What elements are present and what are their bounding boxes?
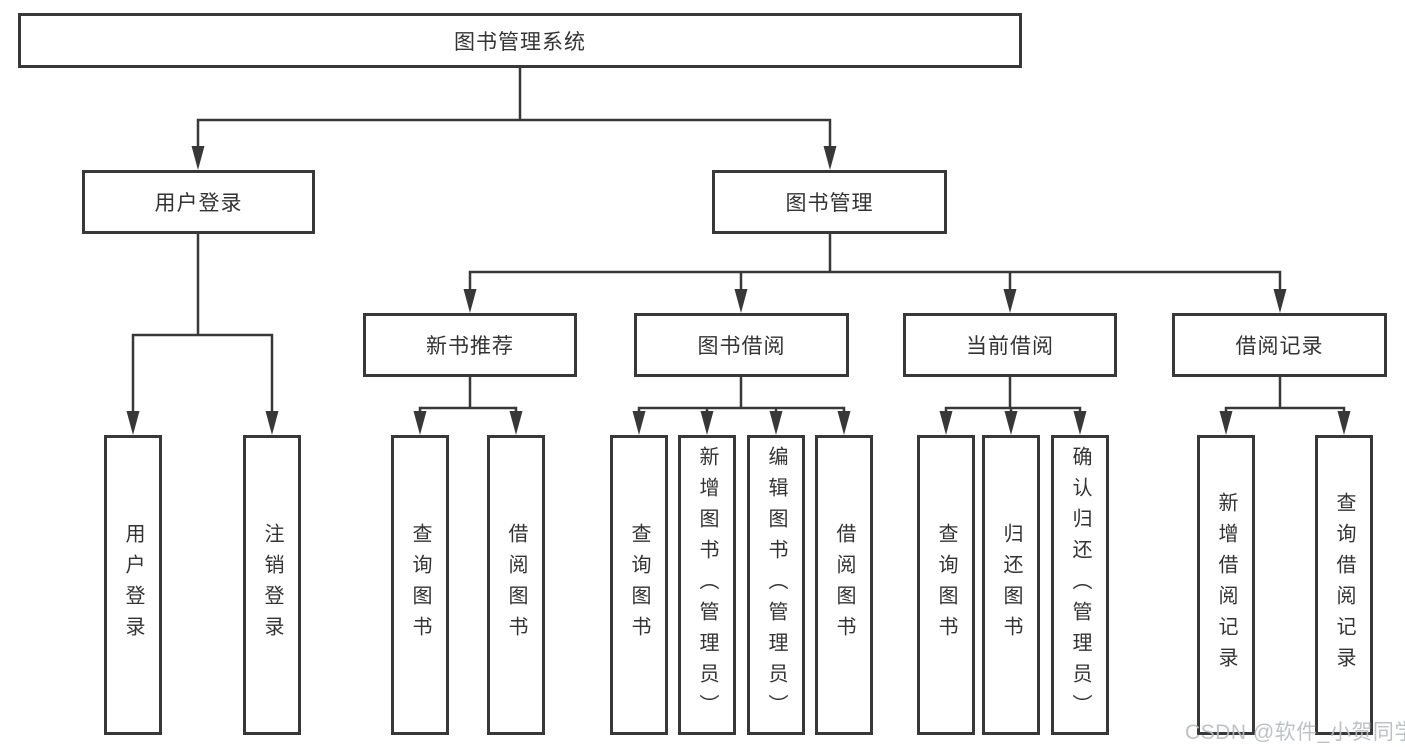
leaf-bb-edit-books-admin: 编辑图书（管理员）: [747, 435, 805, 735]
csdn-watermark: CSDN @软件_小贺同学: [1185, 721, 1405, 744]
leaf-cb-return-books: 归还图书: [982, 435, 1040, 735]
node-current-borrowing: 当前借阅: [903, 313, 1117, 377]
leaf-bb-add-books-admin-label: 新增图书（管理员）: [696, 445, 718, 725]
leaf-cb-query-books-label: 查询图书: [935, 523, 957, 647]
leaf-bb-edit-books-admin-label: 编辑图书（管理员）: [765, 445, 787, 725]
node-root-label: 图书管理系统: [454, 30, 586, 54]
leaf-nbr-borrow-books: 借阅图书: [487, 435, 545, 735]
node-user-login-group: 用户登录: [82, 170, 315, 234]
leaf-logout-label: 注销登录: [261, 523, 283, 647]
leaf-bb-query-books-label: 查询图书: [628, 523, 650, 647]
leaf-bb-borrow-books-label: 借阅图书: [833, 523, 855, 647]
leaf-nbr-query-books-label: 查询图书: [409, 523, 431, 647]
leaf-user-login: 用户登录: [104, 435, 162, 735]
leaf-cb-query-books: 查询图书: [917, 435, 975, 735]
node-root-system: 图书管理系统: [18, 13, 1022, 68]
leaf-bb-borrow-books: 借阅图书: [815, 435, 873, 735]
leaf-user-login-label: 用户登录: [122, 523, 144, 647]
node-new-book-recommend-label: 新书推荐: [426, 335, 514, 358]
leaf-cb-confirm-return-admin-label: 确认归还（管理员）: [1069, 445, 1091, 725]
leaf-bb-add-books-admin: 新增图书（管理员）: [678, 435, 736, 735]
leaf-br-add-record: 新增借阅记录: [1197, 435, 1255, 735]
leaf-nbr-query-books: 查询图书: [391, 435, 449, 735]
leaf-logout: 注销登录: [243, 435, 301, 735]
node-user-login-group-label: 用户登录: [154, 192, 243, 215]
node-borrowing-records: 借阅记录: [1172, 313, 1387, 377]
leaf-nbr-borrow-books-label: 借阅图书: [505, 523, 527, 647]
leaf-br-query-record: 查询借阅记录: [1315, 435, 1373, 735]
node-book-borrowing-label: 图书借阅: [697, 335, 786, 358]
node-book-borrowing: 图书借阅: [634, 313, 849, 377]
node-new-book-recommend: 新书推荐: [363, 313, 577, 377]
leaf-cb-confirm-return-admin: 确认归还（管理员）: [1051, 435, 1109, 735]
node-book-management-label: 图书管理: [785, 192, 874, 215]
node-borrowing-records-label: 借阅记录: [1235, 335, 1324, 358]
leaf-br-add-record-label: 新增借阅记录: [1215, 492, 1237, 678]
leaf-br-query-record-label: 查询借阅记录: [1333, 492, 1355, 678]
node-current-borrowing-label: 当前借阅: [966, 335, 1054, 358]
leaf-bb-query-books: 查询图书: [610, 435, 668, 735]
node-book-management: 图书管理: [712, 170, 947, 234]
leaf-cb-return-books-label: 归还图书: [1000, 523, 1022, 647]
